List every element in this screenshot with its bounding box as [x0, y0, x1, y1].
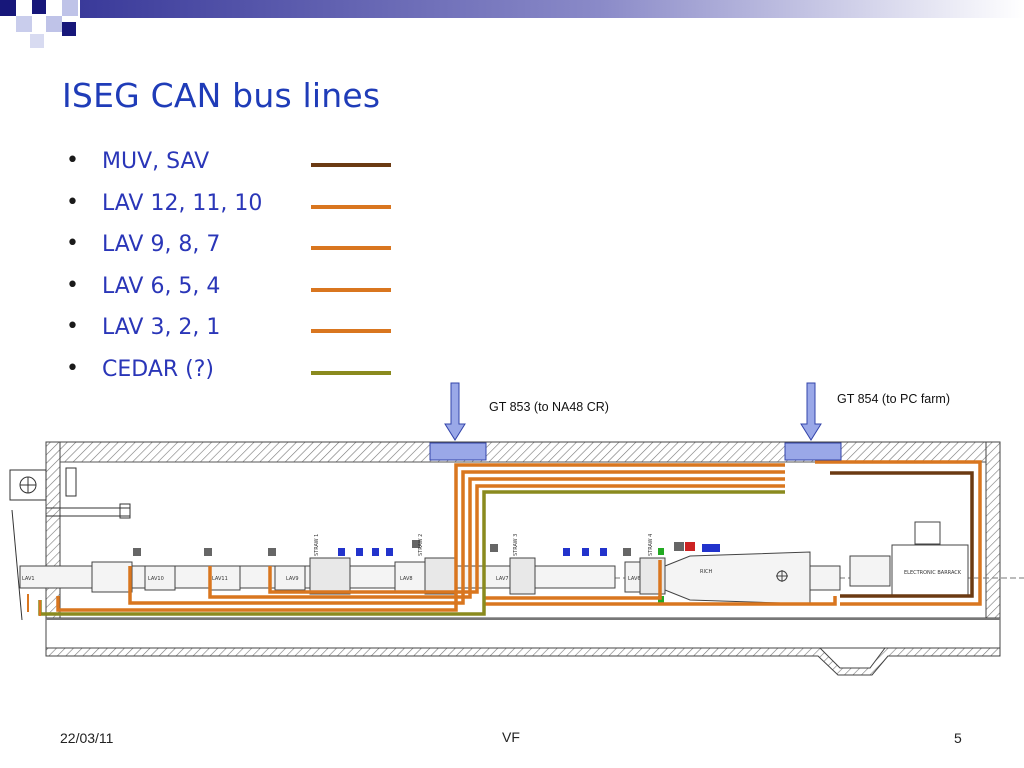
footer-date: 22/03/11 — [60, 730, 114, 746]
legend-label: LAV 12, 11, 10 — [102, 190, 263, 216]
beam-line — [19, 521, 1024, 605]
callout-gt854: GT 854 (to PC farm) — [837, 392, 950, 406]
diagram-labels: STRAW 1 STRAW 2 STRAW 3 STRAW 4 RICH ELE… — [22, 534, 962, 582]
gt854-box — [784, 442, 842, 461]
legend-swatch — [311, 329, 391, 333]
lav6-label: LAV6 — [628, 576, 641, 582]
straw-1-label: STRAW 1 — [314, 534, 320, 556]
legend-label: CEDAR (?) — [102, 356, 214, 382]
can-bus-cables — [27, 460, 982, 616]
header-decoration — [0, 0, 1024, 48]
station-markers — [133, 540, 720, 603]
legend-swatch — [311, 287, 391, 292]
gt854-arrow — [800, 382, 822, 441]
gt853-arrow — [444, 382, 466, 441]
legend-label: LAV 3, 2, 1 — [102, 315, 221, 340]
lav11-label: LAV11 — [212, 576, 228, 582]
cable-lav-3-2-1 — [268, 484, 785, 594]
page-number: 5 — [954, 730, 962, 746]
lav7-label: LAV7 — [496, 576, 509, 582]
footer-center: VF — [502, 729, 520, 745]
lav8-label: LAV8 — [400, 576, 413, 582]
lav10-label: LAV10 — [148, 576, 164, 582]
legend-swatch — [311, 204, 391, 209]
bullet-dot: • — [66, 314, 79, 339]
bullet-dot: • — [66, 355, 79, 381]
callout-gt853: GT 853 (to NA48 CR) — [489, 400, 609, 414]
cable-lav-9-8-7 — [128, 470, 785, 605]
straw-2-label: STRAW 2 — [418, 534, 424, 556]
lav9-label: LAV9 — [286, 576, 299, 582]
cable-left-drops — [27, 594, 41, 616]
slide-title: ISEG CAN bus lines — [62, 76, 381, 115]
gt853-box — [429, 442, 487, 461]
legend-label: LAV 6, 5, 4 — [102, 273, 221, 299]
bullet-dot: • — [66, 148, 79, 173]
bullet-dot: • — [66, 189, 79, 215]
bullet-dot: • — [66, 231, 79, 256]
cable-lav-a — [815, 460, 982, 606]
entrance-structure — [9, 467, 131, 621]
legend-swatch — [311, 370, 391, 375]
cable-muv-sav — [830, 471, 974, 598]
barrack-label: ELECTRONIC BARRACK — [904, 570, 962, 576]
lav1-label: LAV1 — [22, 576, 35, 582]
straw-4-label: STRAW 4 — [648, 534, 654, 556]
straw-3-label: STRAW 3 — [513, 534, 519, 556]
legend-label: MUV, SAV — [102, 149, 210, 174]
legend-swatch — [311, 163, 391, 167]
cable-lav-12-11-10 — [56, 463, 785, 612]
legend-label: LAV 9, 8, 7 — [102, 232, 221, 257]
bullet-dot: • — [66, 272, 79, 298]
cable-lav-right — [485, 560, 837, 606]
cable-lav-6-5-4 — [208, 477, 785, 599]
legend-swatch — [311, 246, 391, 250]
tunnel-walls — [45, 441, 1001, 676]
rich-label: RICH — [700, 569, 712, 575]
